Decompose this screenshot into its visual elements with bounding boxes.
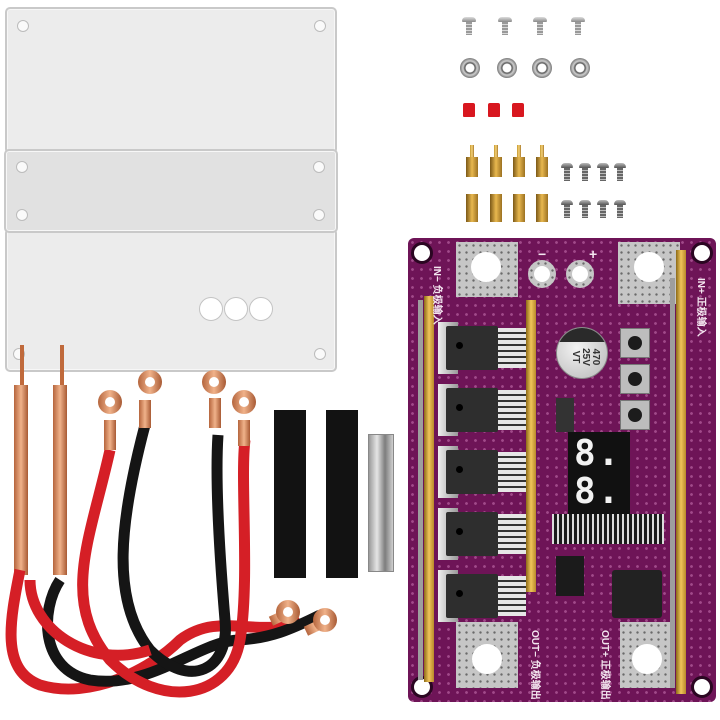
in-minus-pad [456, 242, 518, 297]
out-minus-label: OUT− 负极输出 [529, 630, 540, 700]
switch-hole [199, 297, 223, 321]
seven-segment-display: 8. 8. [568, 432, 630, 514]
heat-shrink-tube [326, 410, 358, 578]
red-button-cap [488, 103, 500, 117]
small-screw [561, 163, 573, 181]
acrylic-top-plate [5, 7, 337, 154]
display-digit-top: 8. [574, 433, 622, 474]
switch-hole [249, 297, 273, 321]
screw [462, 17, 476, 35]
control-button[interactable] [620, 364, 650, 394]
buzzer [612, 570, 662, 618]
nut [460, 58, 480, 78]
mounting-hole [314, 20, 326, 32]
in-minus-label: IN− 负极输入 [431, 266, 442, 325]
welding-pen [53, 345, 67, 575]
nut [497, 58, 517, 78]
screw [533, 17, 547, 35]
mounting-hole [16, 209, 28, 221]
brass-standoff [513, 145, 525, 187]
cable-set [5, 345, 337, 698]
mounting-hole [314, 348, 326, 360]
nickel-strip-roll [368, 434, 394, 572]
out-plus-label: OUT+ 正极输出 [599, 630, 610, 700]
screw [571, 17, 585, 35]
small-screw [614, 163, 626, 181]
brass-standoff [466, 194, 478, 222]
small-screw [614, 200, 626, 218]
ring-terminals [98, 370, 337, 636]
nut [570, 58, 590, 78]
mosfet [438, 508, 526, 560]
brass-standoff [490, 194, 502, 222]
copper-bus-bar [424, 296, 434, 682]
mounting-hole [17, 20, 29, 32]
acrylic-middle-plate [4, 149, 338, 233]
control-button[interactable] [620, 328, 650, 358]
mosfet [438, 384, 526, 436]
red-button-cap [512, 103, 524, 117]
small-screw [597, 163, 609, 181]
display-digit-bottom: 8. [574, 471, 622, 512]
screw [498, 17, 512, 35]
welding-pen [14, 345, 28, 575]
brass-standoff [490, 145, 502, 187]
mosfet [438, 322, 526, 374]
brass-standoff [536, 145, 548, 187]
mounting-hole [313, 209, 325, 221]
pcb-mount-hole [411, 242, 433, 264]
small-screw [579, 200, 591, 218]
copper-bus-bar [526, 300, 536, 592]
small-screw [561, 200, 573, 218]
switch-hole [224, 297, 248, 321]
mounting-hole [313, 161, 325, 173]
red-cable [77, 439, 251, 698]
small-screw [597, 200, 609, 218]
in-plus-label: IN+ 正极输入 [695, 278, 706, 337]
brass-standoff [513, 194, 525, 222]
brass-standoff [466, 145, 478, 187]
mosfet [438, 446, 526, 498]
black-cable [117, 423, 231, 677]
red-button-cap [463, 103, 475, 117]
power-minus-label: − [538, 246, 547, 262]
mounting-hole [16, 161, 28, 173]
small-screw [579, 163, 591, 181]
heat-shrink-tube [274, 410, 306, 578]
pcb-mount-hole [691, 242, 713, 264]
diode [556, 398, 574, 432]
out-minus-pad [456, 622, 518, 688]
power-terminal-plus [566, 260, 594, 288]
power-plus-label: + [589, 246, 598, 262]
copper-bus-bar [676, 250, 686, 694]
brass-standoff [536, 194, 548, 222]
nut [532, 58, 552, 78]
control-button[interactable] [620, 400, 650, 430]
power-terminal-minus [528, 260, 556, 288]
mosfet [438, 570, 526, 622]
out-plus-pad [620, 622, 674, 688]
red-cable [24, 579, 152, 661]
ic-chip [552, 514, 664, 544]
solder-rail [670, 278, 675, 688]
pcb-mount-hole [691, 676, 713, 698]
in-plus-pad [618, 242, 680, 304]
solder-rail [418, 300, 423, 680]
spot-welder-pcb: − + IN− 负极输入 IN+ 正极输入 OUT− 负极输出 OUT+ 正极输… [408, 238, 716, 702]
regulator-chip [556, 556, 584, 596]
black-cable [42, 576, 323, 687]
